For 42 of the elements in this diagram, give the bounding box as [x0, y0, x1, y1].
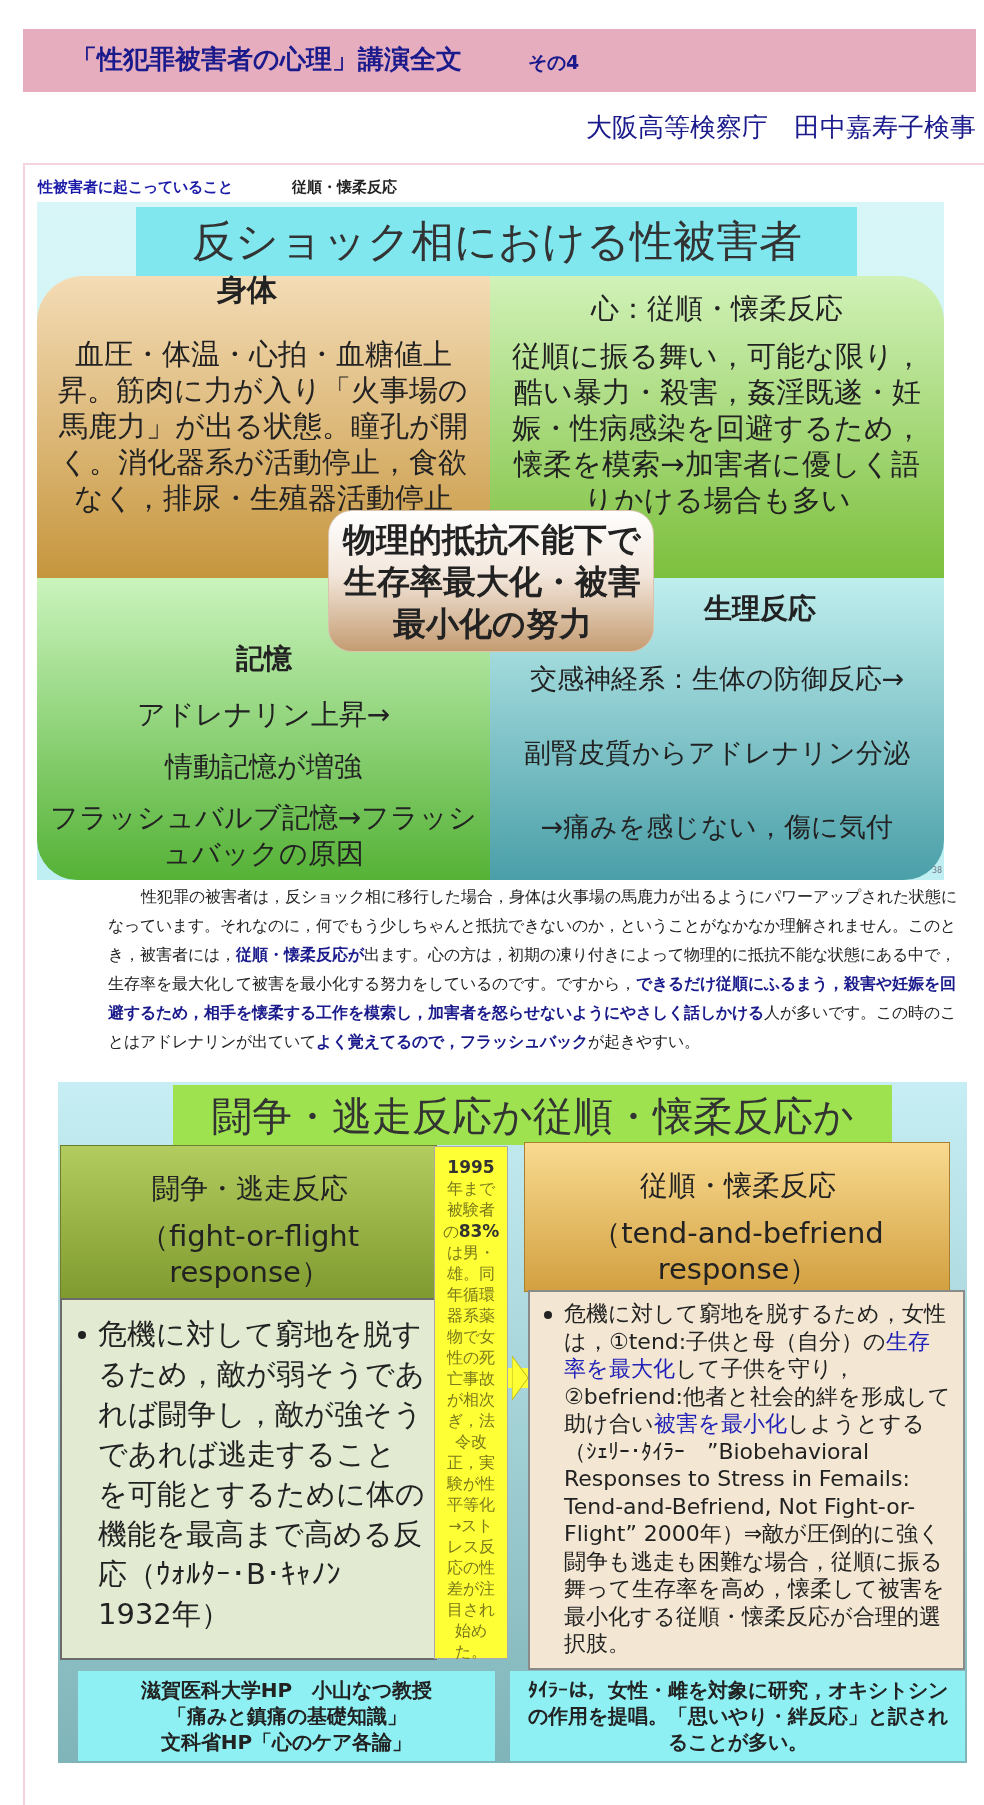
panel-text: 危機に対して窮地を脱するため，敵が弱そうであれば闘争し，敵が強そうであれば逃走することを可能とするために体の機能を最高まで高める反応（ｳｫﾙﾀｰ･B･ｷｬﾉﾝ 1932年） — [98, 1316, 425, 1633]
page-title: 「性犯罪被害者の心理」講演全文 — [71, 43, 462, 76]
note-text: 滋賀医科大学HP 小山なつ教授 — [139, 1677, 434, 1703]
panel-text: 血圧・体温・心拍・血糖値上昇。筋肉に力が入り「火事場の馬鹿力」が出る状態。瞳孔が開く。消化器系が活動停止，食欲なく，排尿・生殖器活動停止 — [57, 336, 469, 516]
panel-text: アドレナリン上昇→ — [135, 698, 392, 732]
header-panel — [524, 1142, 950, 1292]
note-text: 文科省HP「心のケア各論」 — [159, 1729, 414, 1755]
part-number: その4 — [528, 50, 580, 75]
panel-text: 情動記憶が増強 — [163, 750, 363, 784]
section-heading: 従順・懐柔反応 — [292, 178, 397, 197]
panel-heading: 記憶 — [234, 641, 293, 677]
text-panel — [528, 1290, 965, 1670]
text-panel — [60, 1298, 437, 1660]
note-box — [434, 1146, 508, 1659]
note-box — [78, 1671, 495, 1761]
arrow — [508, 1355, 529, 1401]
slide-number: 38 — [932, 866, 943, 875]
panel-text: 副腎皮質からアドレナリン分泌 — [523, 736, 911, 769]
note-text: 1995年まで被験者の83%は男・雄。同年循環器系薬物で女性の死亡事故が相次ぎ，法令改正，実験が性平等化→ストレス反応の性差が注目され始めた。 — [441, 1157, 501, 1663]
slide-panel — [58, 1082, 967, 1763]
panel-text: （tend-and-befriend response） — [591, 1215, 885, 1287]
panel-heading: 生理反応 — [702, 591, 817, 627]
panel-heading: 身体 — [216, 271, 278, 309]
panel-text: フラッシュバルブ記憶→フラッシュバックの原因 — [48, 800, 479, 872]
panel-heading: 従順・懐柔反応 — [639, 1168, 837, 1204]
panel-text: （fight-or-flight response） — [138, 1218, 361, 1290]
section-heading: 性被害者に起こっていること — [38, 178, 233, 197]
panel-text: 交感神経系：生体の防御反応→ — [528, 662, 906, 695]
note-box — [510, 1671, 965, 1761]
panel-text: 危機に対して窮地を脱するため，女性は，①tend:子供と母（自分）の生存率を最大化して子供を守り，②befriend:他者と社会的絆を形成して助け合い被害を最小化しようとする（ｼｪﾘｰ･ﾀｲﾗｰ ”Biobehavioral Responses to Stress in Femails: Tend-and-Befriend, Not Fight-or-Flight” 2000年）⇒敵が圧倒的に強く闘争も逃走も困難な場合，従順に振る舞って生存率を高め，懐柔して被害を最小化する従順・懐柔反応が合理的選択肢。 — [564, 1300, 951, 1658]
body-paragraph: 性犯罪の被害者は，反ショック相に移行した場合，身体は火事場の馬鹿力が出るようにパワーアップされた状態になっています。それなのに，何でもう少しちゃんと抵抗できないのか，ということがなかなか理解されません。このとき，被害者には，従順・懐柔反応が出ます。心の方は，初期の凍り付きによって物理的に抵抗不能な状態にある中で，生存率を最大化して被害を最小化する努力をしているのです。ですから，できるだけ従順にふるまう，殺害や妊娠を回避するため，相手を懐柔する工作を模索し，加害者を怒らせないようにやさしく話しかける人が多いです。この時のことはアドレナリンが出ていてよく覚えてるので，フラッシュバックが起きやすい。 — [108, 886, 958, 1053]
header-panel — [60, 1145, 437, 1300]
slide-title: 反ショック相における性被害者 — [190, 215, 803, 268]
note-text: 「痛みと鎮痛の基礎知識」 — [165, 1703, 408, 1729]
author-name: 大阪高等検察庁 田中嘉寿子検事 — [585, 111, 976, 144]
panel-text: →痛みを感じない，傷に気付 — [539, 810, 895, 843]
panel-heading: 心：従順・懐柔反応 — [589, 291, 844, 327]
slide-panel — [37, 202, 944, 880]
slide-title: 闘争・逃走反応か従順・懐柔反応か — [210, 1092, 855, 1141]
note-text: ﾀｲﾗｰは，女性・雌を対象に研究，オキシトシンの作用を提唱。「思いやり・絆反応」と訳されることが多い。 — [526, 1677, 949, 1755]
panel-heading: 闘争・逃走反応 — [150, 1171, 349, 1207]
center-text: 物理的抵抗不能下で生存率最大化・被害最小化の努力 — [341, 519, 642, 645]
